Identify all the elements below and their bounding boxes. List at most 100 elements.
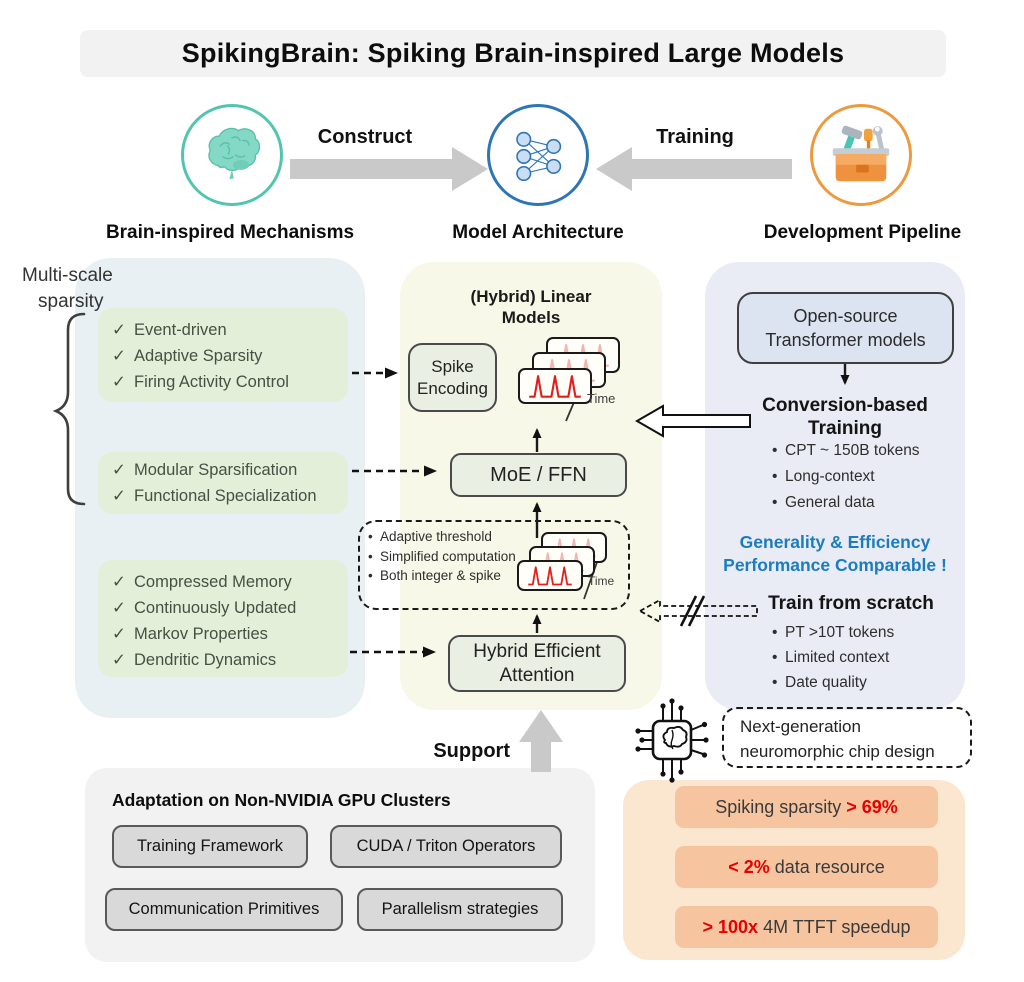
mechanism-item: Continuously Updated: [134, 599, 297, 617]
cuda-triton-label: CUDA / Triton Operators: [356, 837, 536, 855]
check-icon: ✓: [112, 321, 126, 339]
stat-text: data resource: [769, 857, 885, 877]
comparable-note: Generality & Efficiency Performance Comp…: [713, 531, 957, 577]
brain-icon: [208, 127, 261, 180]
cuda-triton-box: CUDA / Triton Operators: [330, 825, 562, 868]
chip-label-line1: Next-generation: [740, 717, 861, 736]
training-framework-label: Training Framework: [136, 837, 284, 855]
parallelism-strategies-box: Parallelism strategies: [357, 888, 563, 931]
spiking-neuron-dashed-box: [358, 520, 630, 610]
conversion-training-title: Conversion-based Training: [745, 394, 945, 440]
attention-label-line1: Hybrid Efficient: [473, 640, 601, 662]
check-icon: ✓: [112, 651, 126, 669]
hybrid-title-line1: (Hybrid) Linear: [470, 287, 592, 306]
open-source-box: Open-source Transformer models: [737, 292, 954, 364]
check-icon: ✓: [112, 599, 126, 617]
training-label: Training: [656, 126, 734, 148]
scratch-items: • PT >10T tokens • Limited context • Date q…: [772, 620, 894, 695]
check-icon: ✓: [112, 347, 126, 365]
training-framework-box: Training Framework: [112, 825, 308, 868]
communication-primitives-box: Communication Primitives: [105, 888, 343, 931]
conversion-title-line2: Training: [808, 418, 882, 439]
bullet-icon: •: [368, 548, 373, 564]
check-icon: ✓: [112, 625, 126, 643]
open-source-line1: Open-source: [793, 306, 898, 326]
check-icon: ✓: [112, 573, 126, 591]
bullet-icon: •: [772, 649, 778, 666]
open-source-line2: Transformer models: [765, 330, 926, 350]
pipeline-circle: [810, 104, 912, 206]
multiscale-line2: sparsity: [38, 291, 104, 312]
hybrid-linear-models-title: (Hybrid) Linear Models: [430, 286, 632, 328]
spike-encoding-box: Spike Encoding: [408, 343, 497, 412]
scratch-item: Limited context: [785, 649, 890, 666]
spike-train-icon: [528, 566, 572, 586]
memory-mechanisms-box: ✓ Compressed Memory ✓ Continuously Updated…: [98, 560, 348, 677]
stat-highlight: > 69%: [846, 797, 898, 817]
mechanism-item: Functional Specialization: [134, 487, 317, 505]
moe-ffn-box: MoE / FFN: [450, 453, 627, 497]
page-title: SpikingBrain: Spiking Brain-inspired Lar…: [181, 38, 845, 68]
multiscale-line1: Multi-scale: [22, 265, 113, 286]
spike-train-card: [518, 368, 592, 404]
scratch-slash-2: [687, 595, 706, 627]
moe-ffn-label: MoE / FFN: [490, 463, 587, 486]
gpu-adaptation-heading: Adaptation on Non-NVIDIA GPU Clusters: [112, 790, 451, 810]
threshold-note: Adaptive threshold: [380, 529, 492, 544]
mechanism-item: Firing Activity Control: [134, 373, 289, 391]
stat-spiking-sparsity: Spiking sparsity > 69%: [675, 786, 938, 828]
brain-mechanisms-label: Brain-inspired Mechanisms: [105, 222, 355, 243]
time-label: Time: [588, 574, 615, 588]
threshold-note: Both integer & spike: [380, 568, 501, 583]
conversion-item: CPT ~ 150B tokens: [785, 442, 920, 459]
development-pipeline-label: Development Pipeline: [763, 222, 962, 243]
bullet-icon: •: [772, 494, 778, 511]
hybrid-title-line2: Models: [501, 308, 561, 327]
stat-text: 4M TTFT speedup: [758, 917, 911, 937]
spike-train-icon: [529, 375, 581, 398]
chip-design-box: Next-generation neuromorphic chip design: [722, 707, 972, 768]
train-from-scratch-title: Train from scratch: [768, 593, 934, 614]
conversion-title-line1: Conversion-based: [762, 395, 928, 416]
time-label: Time: [587, 391, 616, 406]
threshold-notes: •Adaptive threshold •Simplified computat…: [368, 527, 516, 586]
multiscale-sparsity-label: Multi-scale sparsity: [22, 263, 113, 315]
bullet-icon: •: [772, 468, 778, 485]
bullet-icon: •: [772, 442, 778, 459]
spike-encoding-label: Spike Encoding: [417, 356, 488, 398]
comparable-line1: Generality & Efficiency: [739, 532, 931, 552]
attention-label-line2: Attention: [499, 664, 575, 686]
support-arrow: [519, 710, 563, 772]
conversion-item: Long-context: [785, 468, 875, 485]
neuron-mechanisms-box: ✓Event-driven ✓Adaptive Sparsity ✓Firing…: [98, 308, 348, 402]
scratch-item: Date quality: [785, 674, 867, 691]
scratch-slash-1: [679, 595, 698, 627]
title-bar: SpikingBrain: Spiking Brain-inspired Lar…: [80, 30, 946, 77]
mechanism-item: Dendritic Dynamics: [134, 651, 277, 669]
conversion-items: •CPT ~ 150B tokens •Long-context •Genera…: [772, 438, 920, 516]
stat-data-resource: < 2% data resource: [675, 846, 938, 888]
toolbox-icon: [832, 125, 890, 182]
brain-circle: [181, 104, 283, 206]
stat-ttft-speedup: > 100x 4M TTFT speedup: [675, 906, 938, 948]
parallelism-strategies-label: Parallelism strategies: [381, 900, 539, 918]
hybrid-attention-box: Hybrid Efficient Attention: [448, 635, 626, 692]
mechanism-item: Event-driven: [134, 321, 227, 339]
mechanism-item: Modular Sparsification: [134, 461, 298, 479]
construct-arrow: [290, 147, 488, 191]
mechanism-item: Compressed Memory: [134, 573, 292, 591]
scratch-item: PT >10T tokens: [785, 624, 895, 641]
network-icon: [516, 131, 562, 182]
comparable-line2: Performance Comparable !: [723, 555, 947, 575]
model-architecture-circle: [487, 104, 589, 206]
check-icon: ✓: [112, 461, 126, 479]
mechanism-item: Markov Properties: [134, 625, 268, 643]
bullet-icon: •: [368, 529, 373, 544]
bullet-icon: •: [772, 624, 778, 641]
stat-text: Spiking sparsity: [715, 797, 847, 817]
modular-mechanisms-box: ✓Modular Sparsification ✓Functional Spec…: [98, 452, 348, 514]
chip-label-line2: neuromorphic chip design: [740, 742, 935, 761]
bullet-icon: •: [772, 674, 778, 691]
stat-highlight: < 2%: [728, 857, 770, 877]
